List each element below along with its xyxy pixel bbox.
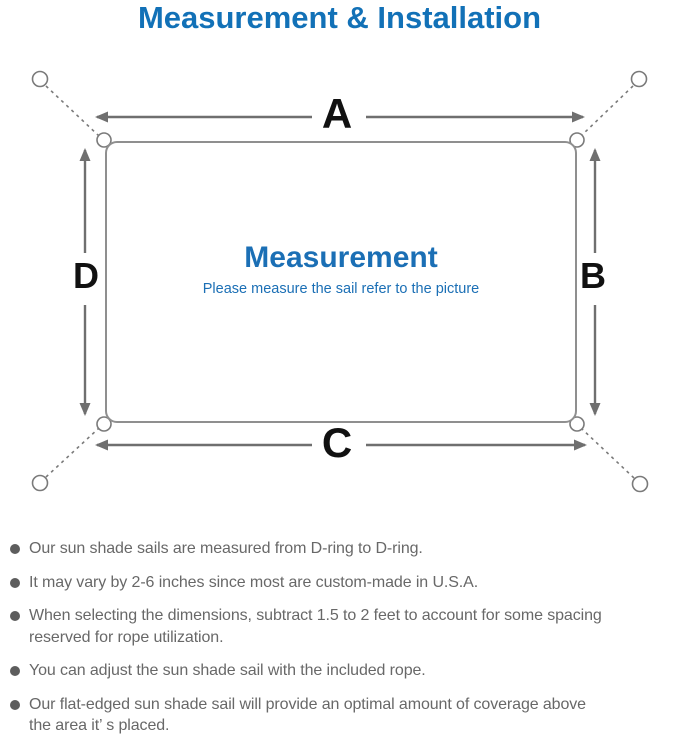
- note-line: It may vary by 2-6 inches since most are…: [29, 573, 479, 591]
- d-ring-top-right: [569, 132, 585, 148]
- sail-outline: [105, 141, 577, 423]
- bullet-dot-icon: [10, 611, 20, 621]
- rope-line-bottom-left: [45, 427, 100, 478]
- dimension-arrows: [79, 111, 601, 451]
- bullet-dot-icon: [10, 666, 20, 676]
- bullet-dot-icon: [10, 544, 20, 554]
- dimension-label-top: A: [321, 90, 353, 137]
- measurement-diagram: A B C D Measurement Please measure the s…: [31, 70, 649, 493]
- diagram-center-heading: Measurement: [244, 241, 438, 274]
- note-item: You can adjust the sun shade sail with t…: [10, 660, 679, 682]
- note-line: Our flat-edged sun shade sail will provi…: [29, 695, 586, 713]
- anchor-circle-top-left: [31, 70, 49, 88]
- note-line: You can adjust the sun shade sail with t…: [29, 662, 426, 679]
- note-text: It may vary by 2-6 inches since most are…: [29, 572, 679, 594]
- note-item: Our sun shade sails are measured from D-…: [10, 538, 679, 560]
- note-text: You can adjust the sun shade sail with t…: [29, 660, 679, 682]
- d-ring-bottom-right: [569, 416, 585, 432]
- anchor-circle-top-right: [630, 70, 648, 88]
- dimension-label-bottom: C: [321, 419, 353, 466]
- corner-d-rings: [96, 132, 585, 432]
- rope-line-top-left: [45, 85, 100, 137]
- note-text: Our sun shade sails are measured from D-…: [29, 538, 679, 560]
- d-ring-bottom-left: [96, 416, 112, 432]
- rope-line-top-right: [581, 85, 634, 136]
- page-title: Measurement & Installation: [137, 0, 542, 35]
- dimension-label-left: D: [73, 255, 99, 296]
- note-item: Our flat-edged sun shade sail will provi…: [10, 694, 679, 737]
- note-text: Our flat-edged sun shade sail will provi…: [29, 694, 679, 737]
- note-text: When selecting the dimensions, subtract …: [29, 605, 679, 648]
- sail-diagram-canvas: [31, 70, 649, 493]
- note-line: reserved for rope utilization.: [29, 628, 224, 646]
- note-item: It may vary by 2-6 inches since most are…: [10, 572, 679, 594]
- anchor-circle-bottom-left: [31, 474, 49, 492]
- diagram-center-subheading: Please measure the sail refer to the pic…: [202, 281, 480, 297]
- notes-list: Our sun shade sails are measured from D-…: [10, 538, 679, 739]
- diagram-center-text: Measurement Please measure the sail refe…: [106, 241, 576, 300]
- anchor-circle-bottom-right: [631, 475, 649, 493]
- rope-line-bottom-right: [581, 428, 635, 479]
- note-line: the area it’ s placed.: [29, 717, 170, 734]
- anchor-point-circles: [31, 70, 649, 493]
- bullet-dot-icon: [10, 577, 20, 588]
- anchor-rope-lines: [45, 85, 635, 479]
- d-ring-top-left: [96, 132, 112, 148]
- bullet-dot-icon: [10, 699, 20, 710]
- dimension-label-right: B: [580, 255, 606, 296]
- note-line: When selecting the dimensions, subtract …: [29, 607, 602, 624]
- note-line: Our sun shade sails are measured from D-…: [29, 540, 423, 557]
- note-item: When selecting the dimensions, subtract …: [10, 605, 679, 648]
